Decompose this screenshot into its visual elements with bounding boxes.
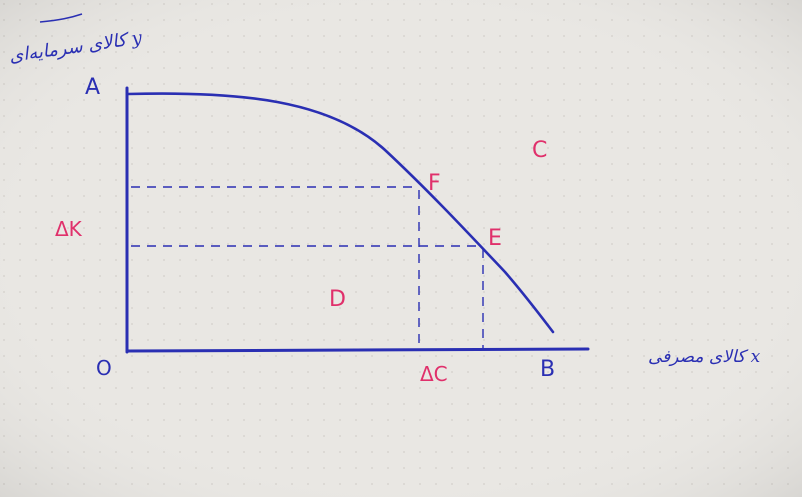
region-label-c: C — [532, 138, 547, 163]
point-label-o: O — [96, 356, 112, 380]
delta-c-label: ΔC — [420, 362, 448, 386]
delta-k-label: ΔK — [55, 217, 83, 241]
x-axis — [125, 347, 590, 353]
y-label-stroke — [39, 13, 83, 23]
point-label-a: A — [85, 75, 100, 100]
x-axis-label: کالای مصرفی x — [648, 347, 761, 367]
ppf-curve — [126, 92, 555, 334]
point-label-e: E — [488, 226, 502, 251]
point-label-b: B — [540, 357, 555, 382]
point-label-f: F — [428, 171, 441, 196]
region-label-d: D — [329, 287, 346, 312]
